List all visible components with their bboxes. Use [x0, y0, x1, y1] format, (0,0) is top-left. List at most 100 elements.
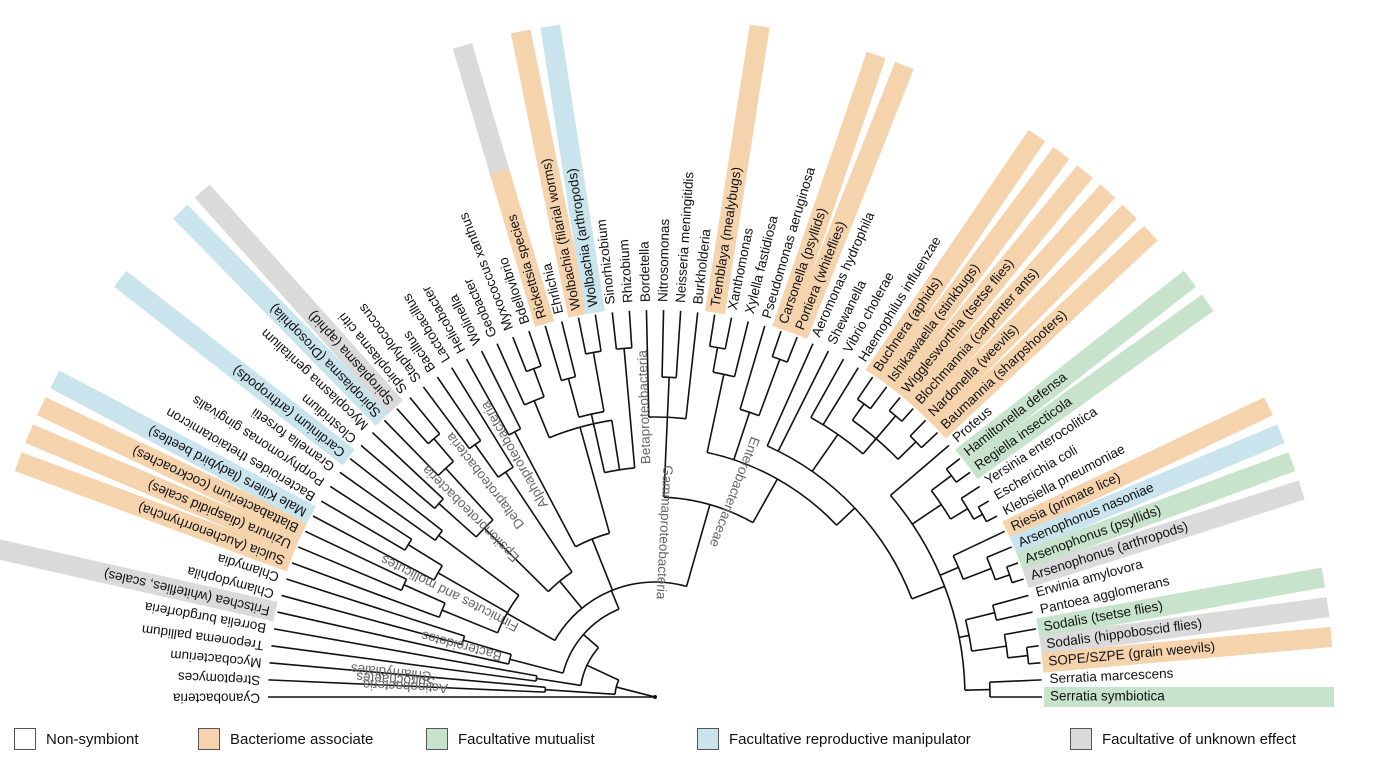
tree-branch — [909, 419, 927, 437]
legend-label: Bacteriome associate — [230, 730, 374, 748]
tree-branch — [582, 633, 600, 649]
tree-branch — [577, 317, 587, 355]
legend-item-facultative-reproductive-manipulator: Facultative reproductive manipulator — [697, 728, 971, 750]
tree-branch — [857, 398, 871, 410]
tree-branch — [269, 662, 546, 689]
clade-label: Bacteroidetes — [420, 628, 504, 664]
tree-branch — [869, 386, 888, 410]
tree-branch — [403, 584, 446, 604]
tree-branch — [706, 451, 838, 526]
tree-branch — [592, 352, 605, 412]
tree-branch — [856, 376, 874, 400]
tree-branch — [851, 403, 865, 421]
tree-branch — [480, 350, 522, 430]
tree-branch — [1006, 562, 1019, 568]
tree-branch — [1005, 566, 1013, 583]
tree-branch — [407, 543, 443, 567]
tree-branch — [973, 513, 983, 520]
symbiont-band — [919, 204, 1137, 426]
tree-branch — [939, 566, 959, 576]
tree-branch — [888, 396, 901, 412]
symbiont-band — [1016, 452, 1296, 572]
tree-branch — [451, 367, 514, 468]
tree-branch — [533, 400, 551, 439]
tree-branch — [286, 578, 465, 637]
tree-branch — [777, 350, 830, 452]
tree-branch — [911, 503, 942, 525]
legend-swatch — [14, 728, 36, 750]
tree-branch — [559, 580, 583, 609]
tree-branch — [952, 530, 1006, 557]
tree-branch — [436, 376, 482, 442]
tree-branch — [889, 444, 950, 497]
tree-branch — [986, 515, 998, 523]
tree-branch — [579, 427, 611, 534]
tree-branch — [508, 428, 521, 436]
tree-branch — [996, 611, 1033, 621]
symbiont-band — [540, 24, 605, 315]
tree-branch — [339, 471, 436, 541]
tree-branch — [772, 355, 788, 363]
symbiont-band — [955, 270, 1197, 466]
tree-branch — [567, 378, 580, 418]
tree-branch — [400, 578, 408, 591]
tree-branch — [752, 478, 779, 524]
tree-branch — [297, 546, 402, 592]
symbiont-band — [932, 225, 1158, 439]
legend-label: Facultative mutualist — [458, 730, 595, 748]
tree-branch — [532, 368, 545, 398]
tree-branch — [766, 445, 913, 600]
clade-label: Enterobacteriaceae — [707, 435, 763, 550]
taxon-label: Streptomyces — [177, 669, 260, 688]
legend-item-non-symbiont: Non-symbiont — [14, 728, 139, 750]
tree-branch — [986, 557, 997, 580]
tree-branch — [712, 347, 719, 373]
tree-branch — [506, 612, 556, 642]
legend-label: Facultative of unknown effect — [1102, 730, 1297, 748]
tree-branch — [836, 507, 856, 526]
tree-branch — [771, 330, 782, 357]
taxon-labels: CyanobacteriaStreptomycesMycobacteriumTr… — [102, 157, 1215, 705]
tree-branch — [427, 433, 441, 445]
tree-branch — [950, 508, 969, 520]
symbiont-band — [965, 294, 1214, 480]
taxon-label: Nitrosomonas — [655, 218, 672, 302]
taxon-label: Serratia symbiotica — [1050, 689, 1165, 704]
symbiont-bands — [0, 24, 1334, 707]
legend-swatch — [198, 728, 220, 750]
tree-branch — [930, 490, 952, 520]
taxon-label: Rhizobium — [616, 239, 635, 304]
tree-branch — [685, 504, 711, 587]
tree-branch — [437, 460, 454, 476]
tree-branch — [545, 688, 616, 696]
tree-branch — [989, 679, 1042, 683]
tree-branch — [422, 386, 471, 450]
tree-branch — [960, 485, 981, 500]
legend-item-facultative-unknown-effect: Facultative of unknown effect — [1070, 728, 1296, 750]
tree-branch — [991, 604, 998, 621]
legend-label: Facultative reproductive manipulator — [729, 730, 971, 748]
tree-branch — [786, 336, 798, 363]
tree-branch — [474, 444, 499, 478]
tree-branch — [462, 639, 512, 656]
tree-branch — [433, 438, 455, 463]
tree-branch — [758, 359, 781, 416]
tree-branch — [575, 532, 610, 548]
legend-item-facultative-mutualist: Facultative mutualist — [426, 728, 595, 750]
tree-branch — [536, 677, 582, 687]
legend-item-bacteriome-associate: Bacteriome associate — [198, 728, 373, 750]
tree-branch — [611, 312, 618, 350]
tree-branch — [888, 410, 903, 422]
symbiont-band — [879, 147, 1070, 392]
symbiont-band — [1041, 627, 1333, 673]
tree-branch — [930, 474, 952, 492]
root-node — [653, 695, 657, 699]
tree-branch — [585, 350, 602, 355]
tree-branch — [986, 546, 1013, 559]
tree-branch — [461, 635, 466, 645]
tree-branch — [706, 374, 725, 453]
clade-label: Gammaproteobacteria — [654, 465, 676, 600]
symbiont-band — [865, 129, 1046, 381]
tree-branch — [483, 527, 549, 593]
tree-branch — [496, 343, 526, 406]
